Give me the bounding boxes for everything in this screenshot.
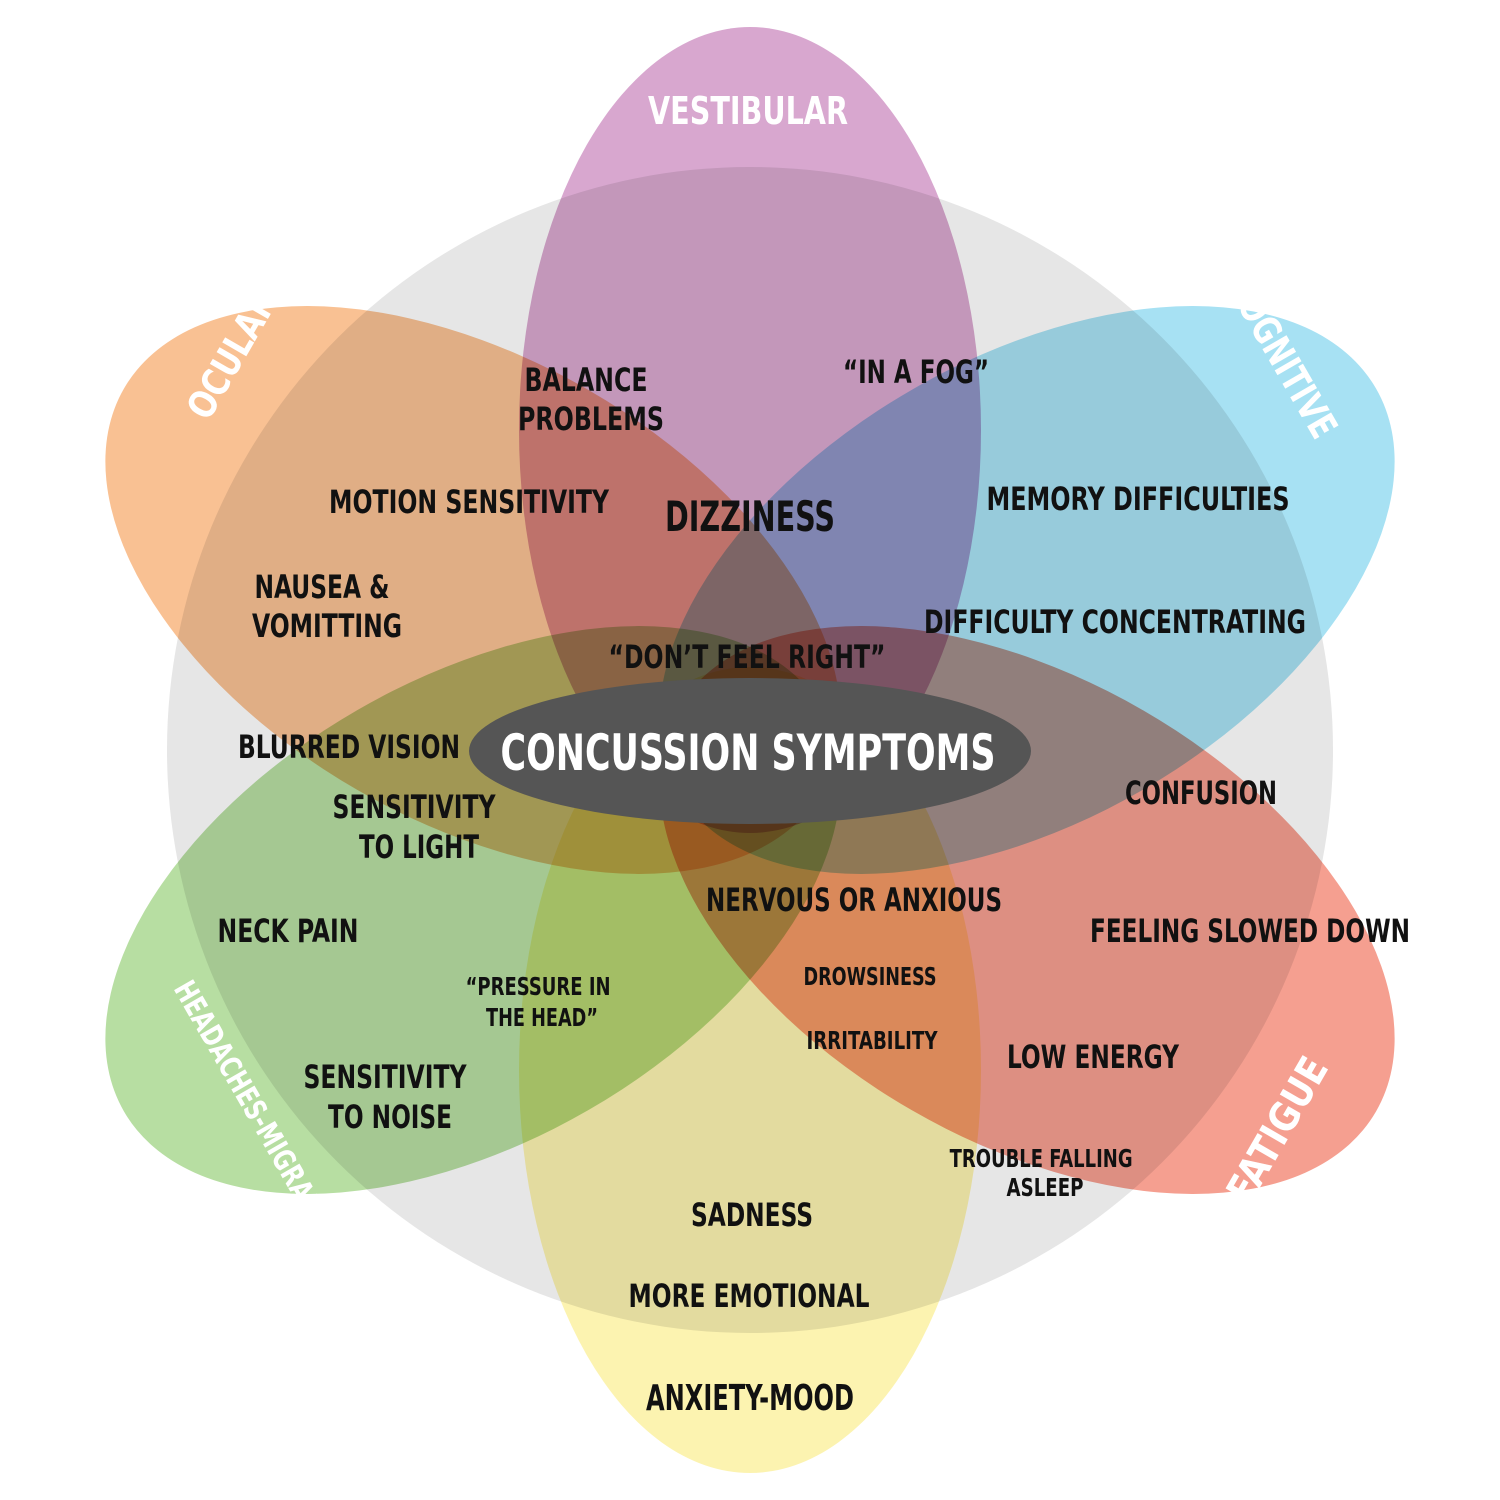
symptom-irritability: IRRITABILITY <box>807 1026 939 1055</box>
symptom-balance-problems: BALANCE PROBLEMS <box>518 361 664 438</box>
center-ellipse <box>469 678 1031 824</box>
symptom-dizziness: DIZZINESS <box>665 492 835 541</box>
symptom-sensitivity-to-light: SENSITIVITY TO LIGHT <box>332 788 505 866</box>
symptom-low-energy: LOW ENERGY <box>1007 1038 1180 1076</box>
center-label: CONCUSSION SYMPTOMS <box>501 724 996 782</box>
symptom-dont-feel-right: “DON’T FEEL RIGHT” <box>609 638 886 676</box>
symptom-neck-pain: NECK PAIN <box>218 912 359 950</box>
symptom-difficulty-concentrating: DIFFICULTY CONCENTRATING <box>924 603 1306 641</box>
symptom-memory-difficulties: MEMORY DIFFICULTIES <box>987 480 1290 518</box>
symptom-sensitivity-to-noise: SENSITIVITY TO NOISE <box>303 1058 476 1136</box>
symptom-drowsiness: DROWSINESS <box>804 962 937 991</box>
symptom-feeling-slowed-down: FEELING SLOWED DOWN <box>1090 912 1410 950</box>
symptom-motion-sensitivity: MOTION SENSITIVITY <box>329 483 610 521</box>
symptom-in-a-fog: “IN A FOG” <box>843 353 989 391</box>
symptom-pressure-in-the-head: “PRESSURE IN THE HEAD” <box>466 972 619 1032</box>
symptom-labels: BALANCE PROBLEMS “IN A FOG” MOTION SENSI… <box>218 353 1411 1315</box>
symptom-sadness: SADNESS <box>691 1196 813 1234</box>
label-anxiety-mood: ANXIETY-MOOD <box>646 1378 854 1419</box>
symptom-nervous-or-anxious: NERVOUS OR ANXIOUS <box>706 881 1002 919</box>
symptom-blurred-vision: BLURRED VISION <box>238 728 460 766</box>
symptom-nausea-vomitting: NAUSEA & VOMITTING <box>252 568 402 645</box>
symptom-more-emotional: MORE EMOTIONAL <box>629 1277 870 1315</box>
label-vestibular: VESTIBULAR <box>648 89 848 133</box>
symptom-confusion: CONFUSION <box>1125 774 1277 812</box>
symptom-trouble-falling-asleep: TROUBLE FALLING ASLEEP <box>950 1144 1141 1202</box>
